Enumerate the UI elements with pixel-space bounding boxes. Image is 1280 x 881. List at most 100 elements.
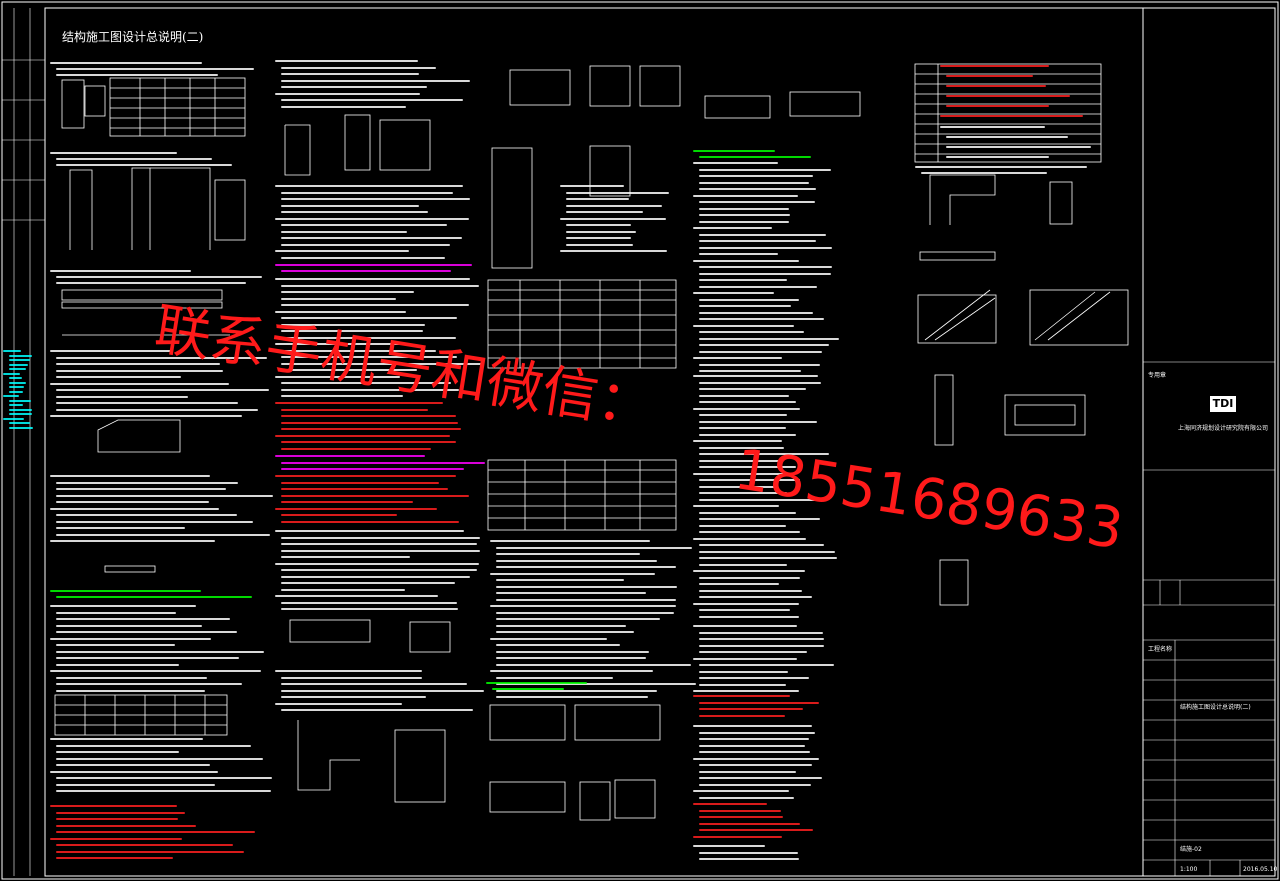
drawing-scale: 1:100 [1180,866,1198,873]
note-line [281,468,464,470]
note-line [699,714,785,717]
note-line [693,537,806,540]
note-line [275,455,425,457]
note-line [693,150,775,152]
note-line [281,230,407,233]
note-line [693,472,787,475]
note-line [3,395,19,397]
note-line [56,676,207,679]
note-line [699,701,819,704]
note-line [281,536,480,539]
note-line [699,459,780,462]
note-line [496,624,626,627]
note-line [496,618,660,620]
note-line [56,824,196,827]
note-line [9,408,32,411]
note-line [56,276,262,278]
note-line [281,582,455,584]
note-line [693,357,782,359]
note-line [699,298,799,301]
note-line [699,644,824,647]
company-logo: TDI [1210,396,1236,412]
note-line [699,518,820,520]
note-line [281,362,484,365]
note-line [693,695,790,697]
note-line [56,790,271,792]
note-line [693,570,805,572]
note-line [699,331,804,333]
note-line [56,764,210,766]
note-line [496,683,696,685]
note-line [693,227,772,229]
note-line [56,158,212,160]
note-line [56,757,263,760]
note-line [281,86,427,88]
note-line [281,601,457,604]
note-line [693,162,778,164]
note-line [56,650,264,653]
note-line [56,618,230,620]
note-line [699,279,787,281]
note-line [281,237,462,239]
note-line [699,344,829,346]
note-line [275,475,456,477]
note-line [281,395,403,397]
note-line [946,146,1091,148]
note-line [9,386,24,388]
note-line [281,421,458,424]
note-line [699,181,809,184]
note-line [699,683,786,686]
note-line [275,702,402,705]
note-line [281,408,428,411]
note-line [566,204,662,207]
note-line [50,62,202,64]
note-line [56,164,232,166]
note-line [699,609,790,611]
note-line [281,105,406,108]
note-line [281,304,469,306]
note-line [921,172,1047,174]
note-line [699,638,824,640]
note-line [50,590,201,592]
note-line [275,343,400,345]
note-line [9,404,23,406]
note-line [50,837,182,840]
note-line [56,68,254,70]
note-line [281,382,451,384]
note-line [281,243,450,246]
note-line [699,816,783,818]
drawing-number: 结施-02 [1180,846,1202,853]
note-line [275,562,479,565]
note-line [275,278,470,280]
note-line [693,375,818,377]
note-line [275,185,463,187]
note-line [699,246,832,249]
note-line [699,777,822,779]
note-line [699,388,806,390]
note-line [56,376,181,378]
note-line [9,426,33,429]
note-line [699,485,778,488]
note-line [699,670,788,673]
note-line [699,305,791,307]
note-line [281,99,463,101]
note-line [281,66,436,69]
note-line [281,191,453,194]
note-line [3,417,24,420]
note-line [281,514,397,516]
note-line [946,136,1068,138]
note-line [56,657,239,659]
note-line [56,282,246,284]
note-line [50,670,261,672]
note-line [56,74,218,76]
note-line [699,427,786,429]
note-line [56,783,215,786]
note-line [946,75,1033,77]
note-line [50,540,215,542]
note-line [281,317,457,319]
note-line [699,829,813,831]
note-line [281,588,405,591]
note-line [693,505,779,507]
note-line [693,835,782,838]
